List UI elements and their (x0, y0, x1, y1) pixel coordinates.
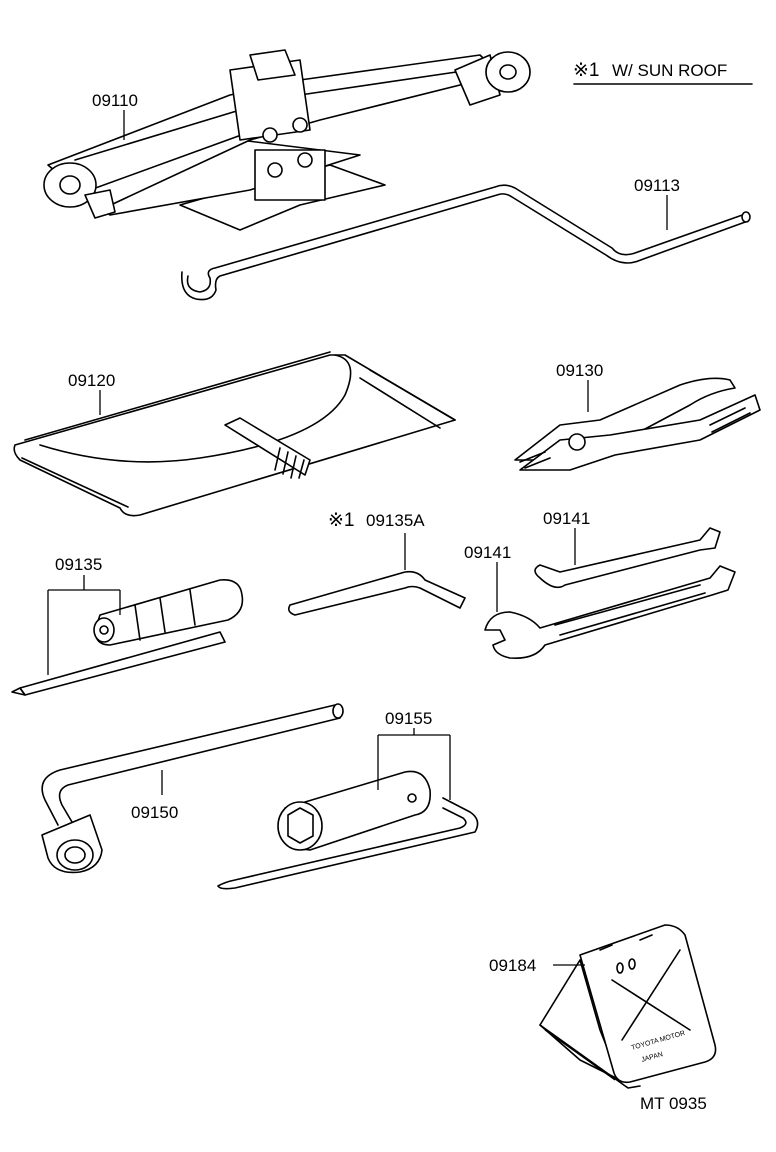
note-text: W/ SUN ROOF (612, 61, 727, 80)
tool-bag-drawing (13, 351, 456, 517)
part-number-tool-bag: 09120 (68, 371, 115, 390)
open-end-wrenches-drawing (484, 527, 736, 660)
diagram-code: MT 0935 (640, 1094, 707, 1113)
part-number-wrench-lower: 09141 (464, 543, 511, 562)
scissor-jack-drawing (43, 49, 531, 231)
part-number-lug-wrench: 09150 (131, 803, 178, 822)
sunroof-wrench-mark: ※1 (328, 510, 355, 531)
sunroof-wrench-drawing (288, 570, 466, 616)
part-number-jack-handle: 09113 (634, 176, 680, 195)
plug-wrench-leader (377, 728, 451, 800)
screwdriver-drawing (11, 578, 244, 696)
part-number-sunroof-wrench: 09135A (366, 511, 425, 530)
part-number-wrench-upper: 09141 (543, 509, 590, 528)
part-number-screwdriver: 09135 (55, 555, 102, 574)
part-number-pliers: 09130 (556, 361, 603, 380)
lug-wrench-drawing (41, 703, 344, 874)
sunroof-note: ※1 W/ SUN ROOF (573, 60, 753, 85)
screwdriver-leader (47, 575, 121, 675)
part-number-plug-wrench: 09155 (385, 709, 432, 728)
part-number-jack: 09110 (92, 91, 138, 110)
wheel-chock-drawing: TOYOTA MOTOR JAPAN (539, 924, 717, 1089)
pliers-drawing (514, 377, 761, 471)
part-number-wheel-chock: 09184 (489, 956, 536, 975)
plug-wrench-drawing (217, 770, 479, 890)
note-mark: ※1 (573, 60, 600, 81)
jack-handle-drawing (180, 184, 751, 301)
